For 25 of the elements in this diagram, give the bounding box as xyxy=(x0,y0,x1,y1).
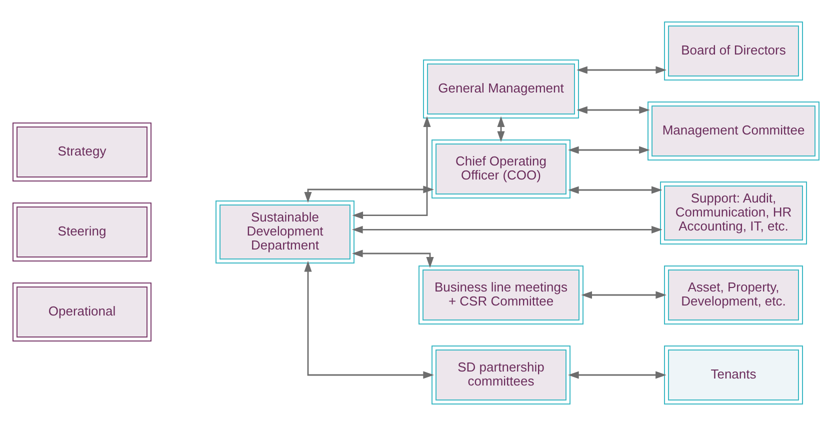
node-box: Management Committee xyxy=(648,101,820,160)
node-box: Asset, Property, Development, etc. xyxy=(664,265,803,324)
arrow xyxy=(304,260,434,378)
arrow xyxy=(304,185,434,202)
node-box: Tenants xyxy=(664,345,803,404)
arrow xyxy=(576,66,667,74)
node-box: Business line meetings + CSR Committee xyxy=(418,265,584,324)
node-box: Support: Audit, Communication, HR Accounting, IT, etc. xyxy=(660,181,807,244)
arrow xyxy=(568,186,662,194)
node-box: Sustainable Development Department xyxy=(216,200,354,263)
arrow xyxy=(352,249,434,268)
node-box: Board of Directors xyxy=(664,21,803,80)
arrow xyxy=(352,225,662,233)
node-box: General Management xyxy=(423,59,579,118)
arrow xyxy=(576,106,650,114)
arrow xyxy=(497,116,505,142)
arrow xyxy=(581,290,666,298)
arrow xyxy=(568,146,650,154)
arrow xyxy=(568,370,666,378)
node-box: Steering xyxy=(12,202,152,261)
arrow xyxy=(352,116,431,219)
node-box: Operational xyxy=(12,282,152,341)
node-box: Chief Operating Officer (COO) xyxy=(432,139,570,198)
node-box: SD partnership committees xyxy=(432,345,570,404)
node-box: Strategy xyxy=(12,122,152,181)
